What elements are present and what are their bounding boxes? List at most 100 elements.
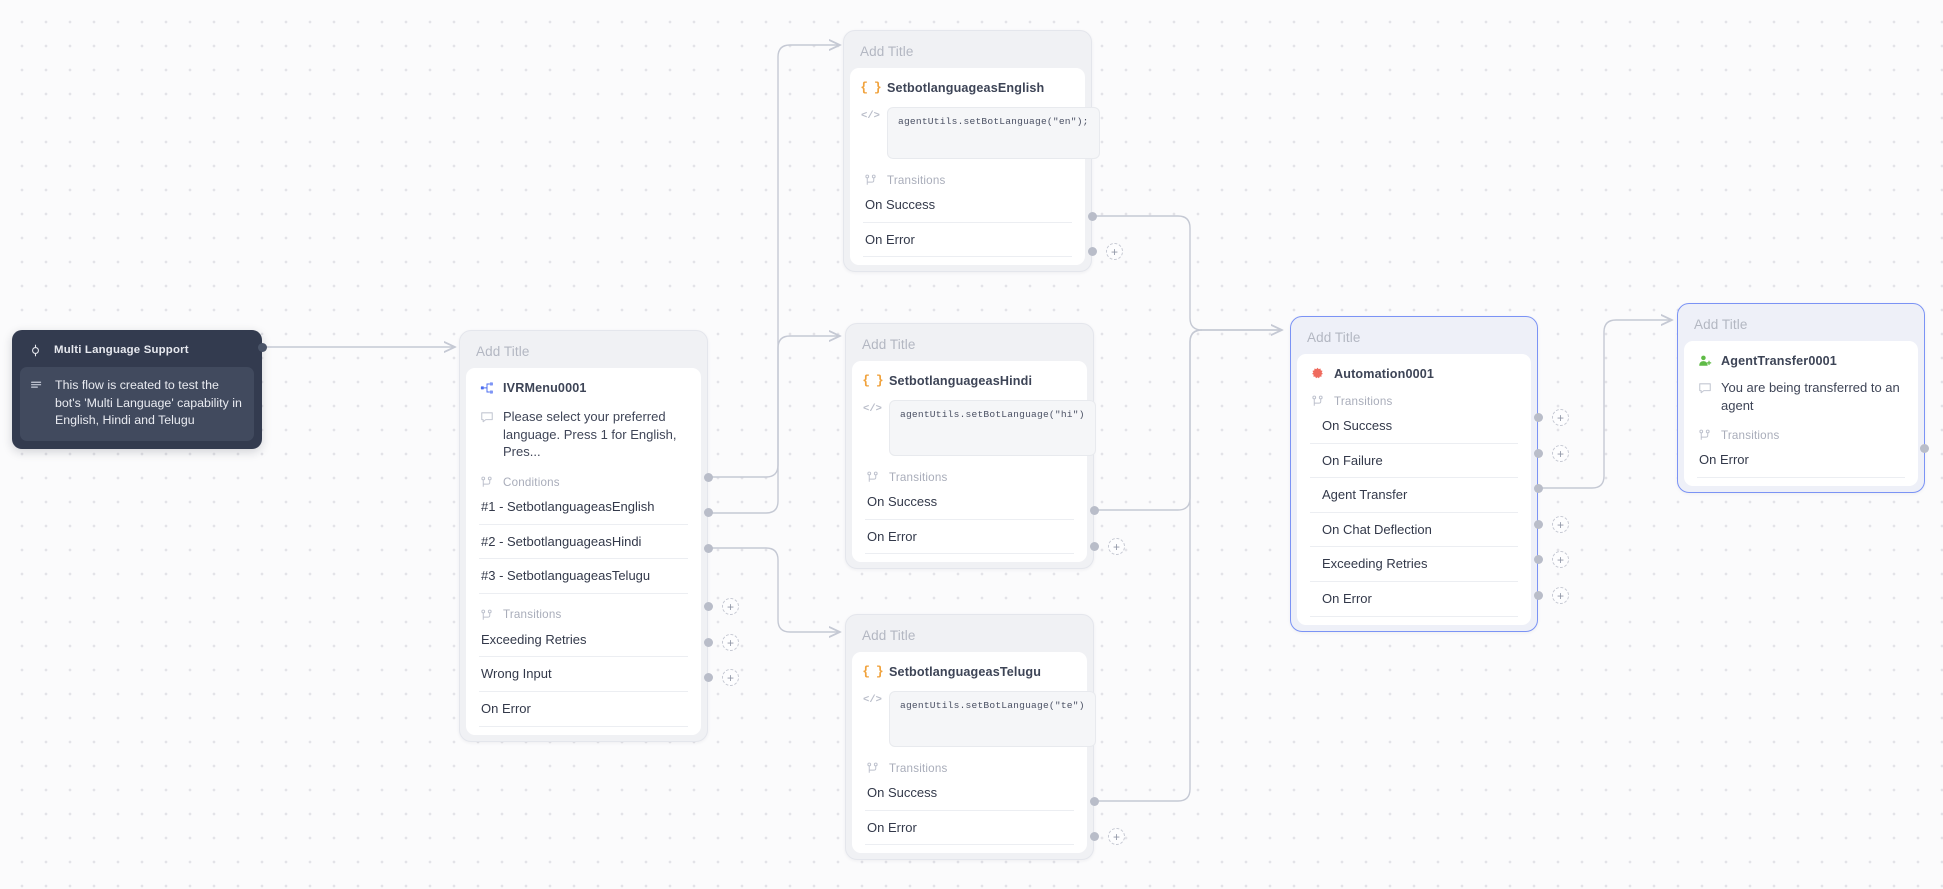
port-ivr-wrong-input[interactable] — [704, 638, 713, 647]
node-script-hindi-transition-on-error[interactable]: On Error — [865, 520, 1074, 555]
node-agent-transfer-transition-on-error[interactable]: On Error — [1697, 443, 1905, 478]
port-hindi-on-error[interactable] — [1090, 542, 1099, 551]
node-agent-transfer-transitions-header: Transitions — [1697, 427, 1905, 443]
add-node-button-hindi-on-error[interactable]: + — [1108, 538, 1125, 555]
node-ivr-menu[interactable]: Add Title IVRMenu0001 — [459, 330, 708, 742]
comment-node[interactable]: Multi Language Support This flow is crea… — [12, 330, 262, 450]
node-script-hindi-title[interactable]: Add Title — [862, 337, 916, 352]
node-agent-transfer-title[interactable]: Add Title — [1694, 317, 1748, 332]
node-script-hindi-code[interactable]: agentUtils.setBotLanguage("hi") — [889, 400, 1096, 456]
edge-ivr-to-hindi — [709, 336, 840, 514]
node-automation-name-row: Automation0001 — [1310, 365, 1518, 383]
node-script-english-name-row: { } SetbotlanguageasEnglish — [860, 79, 1072, 97]
node-ivr-menu-condition-2[interactable]: #2 - SetbotlanguageasHindi — [479, 525, 688, 560]
node-ivr-menu-name-row: IVRMenu0001 — [479, 379, 688, 397]
node-ivr-menu-transition-wrong-input[interactable]: Wrong Input — [479, 657, 688, 692]
branch-icon — [479, 608, 494, 623]
port-automation-on-success[interactable] — [1534, 413, 1543, 422]
add-node-button-automation-on-failure[interactable]: + — [1552, 445, 1569, 462]
port-ivr-condition-2[interactable] — [704, 508, 713, 517]
add-node-button-ivr-exceeding-retries[interactable]: + — [722, 598, 739, 615]
node-script-telugu-transitions-header: Transitions — [865, 760, 1074, 776]
add-node-button-automation-on-chat-deflection[interactable]: + — [1552, 516, 1569, 533]
node-script-hindi-transition-on-success[interactable]: On Success — [865, 485, 1074, 520]
port-automation-agent-transfer[interactable] — [1534, 484, 1543, 493]
add-node-button-english-on-error[interactable]: + — [1106, 243, 1123, 260]
edge-english-to-automation — [1092, 215, 1282, 330]
message-bubble-icon — [479, 409, 494, 424]
node-script-telugu-code[interactable]: agentUtils.setBotLanguage("te") — [889, 691, 1096, 747]
node-script-telugu-transitions-label: Transitions — [889, 761, 948, 775]
add-node-button-automation-on-error[interactable]: + — [1552, 587, 1569, 604]
branch-icon — [865, 470, 880, 485]
add-node-button-telugu-on-error[interactable]: + — [1108, 828, 1125, 845]
port-ivr-condition-3[interactable] — [704, 544, 713, 553]
edge-hindi-to-automation — [1094, 329, 1282, 511]
node-agent-transfer-transitions-label: Transitions — [1721, 428, 1780, 442]
automation-gear-icon — [1310, 366, 1325, 381]
script-braces-icon: { } — [860, 80, 881, 95]
node-script-english-code[interactable]: agentUtils.setBotLanguage("en"); — [887, 107, 1100, 159]
node-script-telugu[interactable]: Add Title { } SetbotlanguageasTelugu </>… — [845, 614, 1096, 861]
target-icon — [28, 343, 43, 358]
add-node-button-ivr-wrong-input[interactable]: + — [722, 634, 739, 651]
node-script-english-transition-on-error[interactable]: On Error — [863, 223, 1072, 258]
node-script-telugu-transition-on-success[interactable]: On Success — [865, 776, 1074, 811]
port-ivr-exceeding-retries[interactable] — [704, 602, 713, 611]
port-english-on-error[interactable] — [1088, 247, 1097, 256]
node-script-telugu-transition-on-error[interactable]: On Error — [865, 811, 1074, 846]
port-automation-on-failure[interactable] — [1534, 449, 1543, 458]
node-script-hindi-name: SetbotlanguageasHindi — [889, 374, 1033, 388]
add-node-button-automation-exceeding-retries[interactable]: + — [1552, 551, 1569, 568]
node-script-telugu-code-row: </> agentUtils.setBotLanguage("te") — [863, 691, 1096, 747]
node-script-telugu-body: { } SetbotlanguageasTelugu </> agentUtil… — [852, 652, 1096, 854]
node-ivr-menu-message-row: Please select your preferred language. P… — [479, 408, 688, 461]
node-automation-transition-on-error[interactable]: On Error — [1310, 582, 1518, 617]
node-ivr-menu-condition-3[interactable]: #3 - SetbotlanguageasTelugu — [479, 559, 688, 594]
port-agent-transfer-on-error[interactable] — [1920, 444, 1929, 453]
add-node-button-ivr-on-error[interactable]: + — [722, 669, 739, 686]
add-node-button-automation-on-success[interactable]: + — [1552, 409, 1569, 426]
comment-node-header: Multi Language Support — [20, 338, 254, 367]
node-automation-transition-on-chat-deflection[interactable]: On Chat Deflection — [1310, 513, 1518, 548]
comment-node-title: Multi Language Support — [54, 344, 189, 356]
port-hindi-on-success[interactable] — [1090, 506, 1099, 515]
node-agent-transfer-message: You are being transferred to an agent — [1721, 380, 1900, 413]
port-ivr-on-error[interactable] — [704, 673, 713, 682]
node-automation[interactable]: Add Title Automation0001 T — [1290, 316, 1538, 632]
node-script-english-transitions-label: Transitions — [887, 173, 946, 187]
node-script-hindi-body: { } SetbotlanguageasHindi </> agentUtils… — [852, 361, 1096, 563]
node-script-telugu-name-row: { } SetbotlanguageasTelugu — [862, 663, 1074, 681]
node-automation-transition-on-success[interactable]: On Success — [1310, 409, 1518, 444]
node-automation-title[interactable]: Add Title — [1307, 330, 1361, 345]
port-automation-exceeding-retries[interactable] — [1534, 555, 1543, 564]
node-script-telugu-title[interactable]: Add Title — [862, 628, 916, 643]
port-automation-on-chat-deflection[interactable] — [1534, 520, 1543, 529]
node-agent-transfer[interactable]: Add Title AgentTransfer0001 — [1677, 303, 1925, 493]
node-automation-name: Automation0001 — [1334, 367, 1435, 381]
node-script-english-transition-on-success[interactable]: On Success — [863, 188, 1072, 223]
node-script-english[interactable]: Add Title { } SetbotlanguageasEnglish </… — [843, 30, 1100, 273]
port-english-on-success[interactable] — [1088, 212, 1097, 221]
node-automation-transition-on-failure[interactable]: On Failure — [1310, 444, 1518, 479]
node-ivr-menu-transitions-header: Transitions — [479, 607, 688, 623]
comment-node-output-port[interactable] — [258, 343, 267, 352]
edge-ivr-to-telugu — [709, 547, 840, 632]
node-ivr-menu-transition-exceeding-retries[interactable]: Exceeding Retries — [479, 623, 688, 658]
node-ivr-menu-condition-1[interactable]: #1 - SetbotlanguageasEnglish — [479, 490, 688, 525]
node-automation-transition-agent-transfer[interactable]: Agent Transfer — [1310, 478, 1518, 513]
port-automation-on-error[interactable] — [1534, 591, 1543, 600]
node-automation-transition-exceeding-retries[interactable]: Exceeding Retries — [1310, 547, 1518, 582]
port-ivr-condition-1[interactable] — [704, 473, 713, 482]
port-telugu-on-success[interactable] — [1090, 797, 1099, 806]
node-script-hindi-transitions-label: Transitions — [889, 470, 948, 484]
port-telugu-on-error[interactable] — [1090, 832, 1099, 841]
branch-icon — [865, 761, 880, 776]
comment-node-text: This flow is created to test the bot's '… — [55, 378, 242, 428]
node-ivr-menu-title[interactable]: Add Title — [476, 344, 530, 359]
node-script-hindi[interactable]: Add Title { } SetbotlanguageasHindi </> … — [845, 323, 1096, 570]
node-ivr-menu-transition-on-error[interactable]: On Error — [479, 692, 688, 727]
node-script-english-title[interactable]: Add Title — [860, 44, 914, 59]
branch-icon — [863, 173, 878, 188]
